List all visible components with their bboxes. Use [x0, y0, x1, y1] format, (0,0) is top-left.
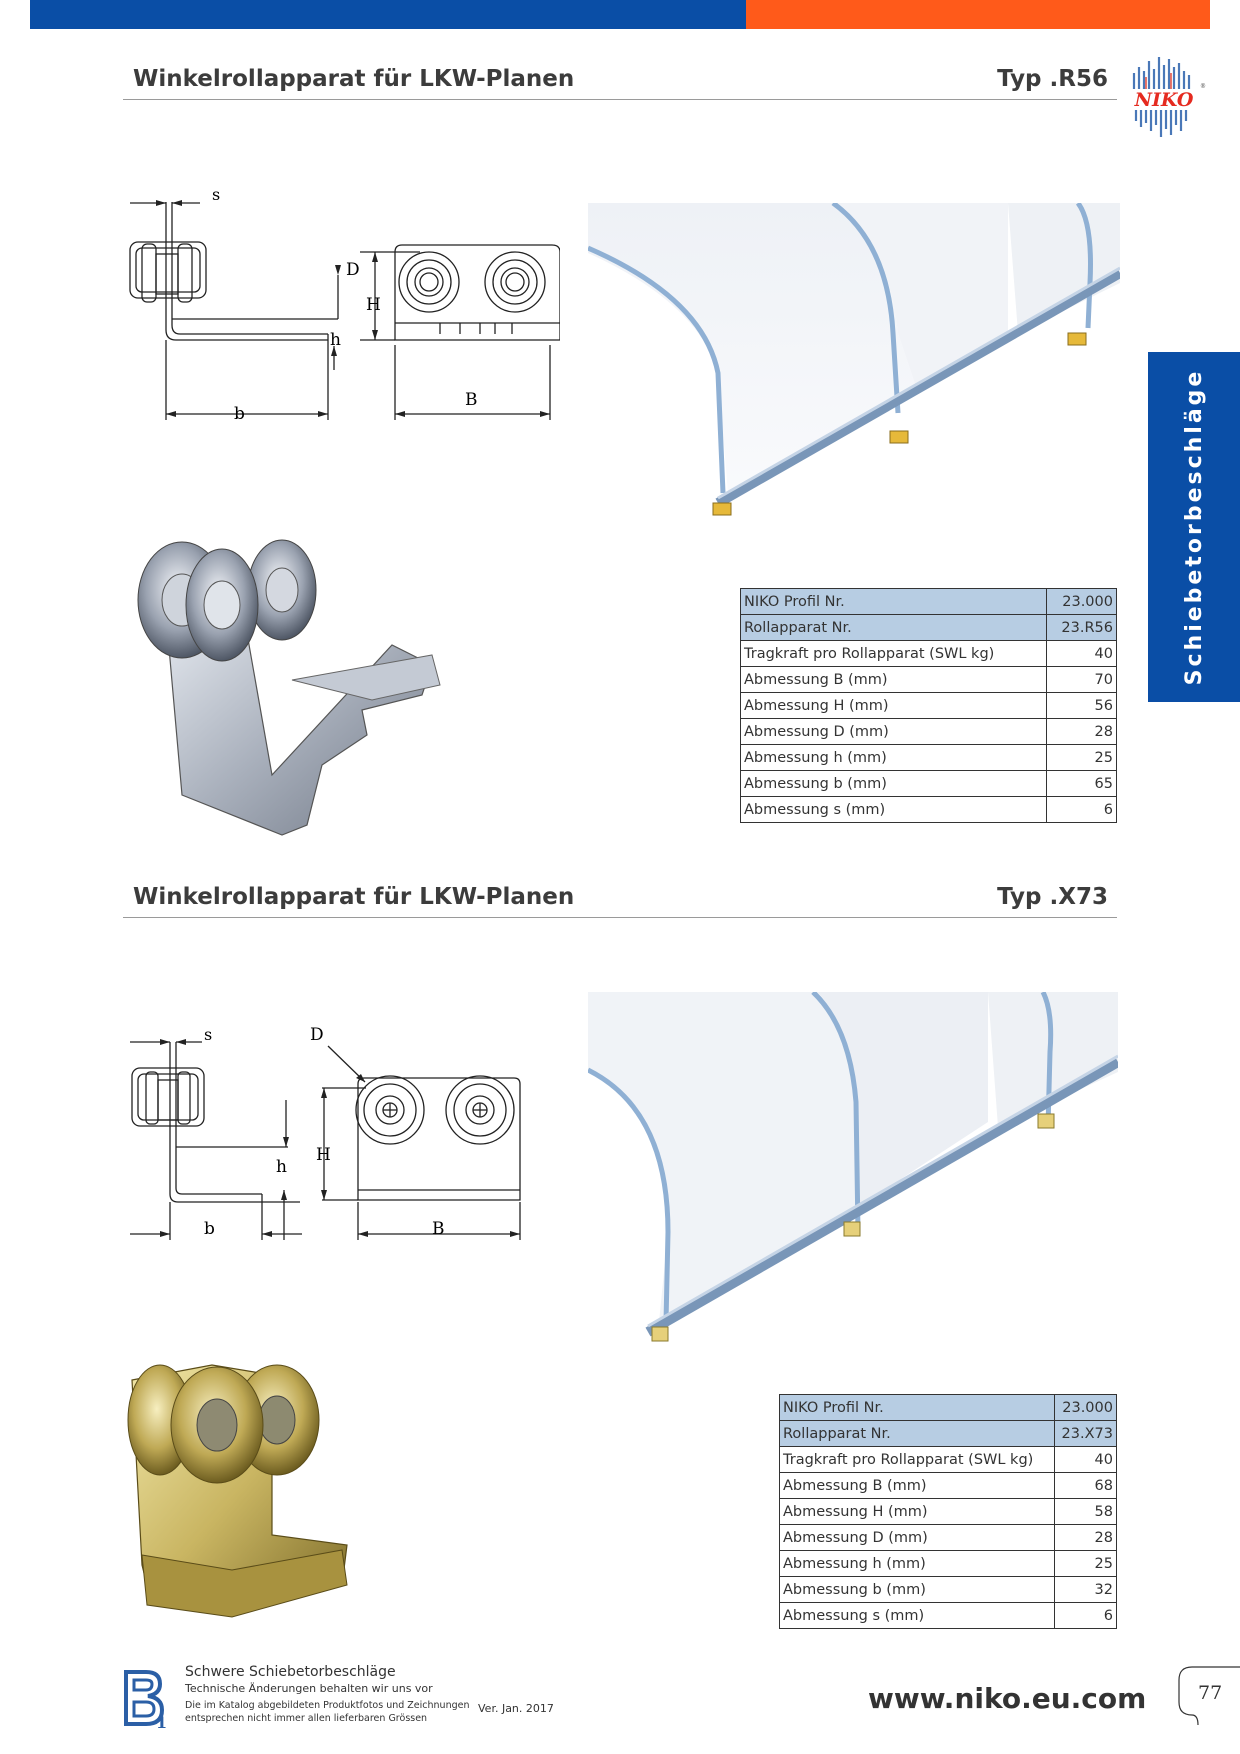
spec-row: Abmessung h (mm)25	[779, 1550, 1118, 1577]
header-bar-orange	[746, 0, 1210, 29]
spec-value: 25	[1053, 1550, 1118, 1577]
page-number-box: 77	[1178, 1666, 1240, 1726]
spec-value: 28	[1046, 718, 1117, 745]
spec-label: Rollapparat Nr.	[779, 1420, 1055, 1447]
spec-row: Abmessung B (mm)68	[779, 1472, 1118, 1499]
section-2-title: Winkelrollapparat für LKW-Planen	[133, 884, 575, 910]
footer-line-1: Technische Änderungen behalten wir uns v…	[185, 1682, 433, 1695]
section-1-title: Winkelrollapparat für LKW-Planen	[133, 66, 575, 92]
spec-row: Abmessung H (mm)58	[779, 1498, 1118, 1525]
spec-row: Abmessung H (mm)56	[739, 692, 1117, 719]
side-tab: Schiebetorbeschläge	[1148, 352, 1240, 702]
svg-text:1: 1	[156, 1713, 167, 1730]
spec-value: 68	[1053, 1472, 1118, 1499]
spec-row: Abmessung s (mm)6	[739, 796, 1117, 823]
niko-logo: NIKO ®	[1126, 55, 1206, 140]
spec-value: 40	[1046, 640, 1117, 667]
header-bar-cap	[1200, 0, 1210, 29]
spec-value: 25	[1046, 744, 1117, 771]
svg-text:b: b	[234, 404, 245, 424]
svg-text:D: D	[346, 260, 360, 280]
spec-label: Tragkraft pro Rollapparat (SWL kg)	[779, 1446, 1055, 1473]
spec-row: Abmessung h (mm)25	[739, 744, 1117, 771]
spec-label: NIKO Profil Nr.	[739, 588, 1048, 615]
svg-text:B: B	[465, 390, 478, 410]
section-1-rule	[123, 99, 1117, 100]
spec-label: Rollapparat Nr.	[739, 614, 1048, 641]
page-number: 77	[1198, 1682, 1223, 1704]
spec-row: Abmessung D (mm)28	[739, 718, 1117, 745]
spec-label: Abmessung D (mm)	[739, 718, 1048, 745]
spec-value: 28	[1053, 1524, 1118, 1551]
spec-value: 6	[1046, 796, 1117, 823]
spec-label: Abmessung H (mm)	[739, 692, 1048, 719]
spec-label: Abmessung b (mm)	[779, 1576, 1055, 1603]
section-1-type: Typ .R56	[997, 66, 1108, 92]
section-2-type: Typ .X73	[997, 884, 1108, 910]
spec-row: Abmessung D (mm)28	[779, 1524, 1118, 1551]
spec-row: Abmessung s (mm)6	[779, 1602, 1118, 1629]
spec-value: 23.000	[1046, 588, 1117, 615]
spec-label: Abmessung b (mm)	[739, 770, 1048, 797]
b-logo-icon: 1	[122, 1666, 170, 1732]
spec-label: NIKO Profil Nr.	[779, 1394, 1055, 1421]
footer-version: Ver. Jan. 2017	[478, 1702, 554, 1715]
spec-row: Abmessung b (mm)65	[739, 770, 1117, 797]
svg-text:s: s	[212, 185, 220, 204]
footer-line-2: Die im Katalog abgebildeten Produktfotos…	[185, 1700, 470, 1711]
spec-row: Abmessung B (mm)70	[739, 666, 1117, 693]
section-1-application-render	[587, 200, 1123, 553]
svg-text:H: H	[316, 1145, 331, 1165]
side-tab-label: Schiebetorbeschläge	[1181, 368, 1207, 686]
svg-text:NIKO: NIKO	[1134, 89, 1194, 111]
spec-value: 40	[1053, 1446, 1118, 1473]
spec-value: 23.R56	[1046, 614, 1117, 641]
header-bar-blue	[30, 0, 746, 29]
section-2-product-photo	[122, 1355, 352, 1625]
svg-text:b: b	[204, 1219, 215, 1239]
spec-label: Abmessung s (mm)	[779, 1602, 1055, 1629]
spec-label: Abmessung H (mm)	[779, 1498, 1055, 1525]
spec-label: Abmessung B (mm)	[739, 666, 1048, 693]
svg-text:H: H	[366, 295, 381, 315]
spec-value: 23.X73	[1053, 1420, 1118, 1447]
spec-label: Abmessung s (mm)	[739, 796, 1048, 823]
spec-value: 23.000	[1053, 1394, 1118, 1421]
footer-line-3: entsprechen nicht immer allen lieferbare…	[185, 1713, 428, 1724]
svg-text:D: D	[310, 1025, 324, 1045]
spec-label: Abmessung h (mm)	[779, 1550, 1055, 1577]
section-2-drawing: s D H h b B	[120, 1020, 530, 1250]
svg-text:h: h	[330, 330, 341, 350]
section-2-application-render	[586, 990, 1121, 1362]
spec-row: NIKO Profil Nr.23.000	[739, 588, 1117, 615]
section-1-product-photo	[122, 535, 442, 850]
footer-title: Schwere Schiebetorbeschläge	[185, 1664, 396, 1680]
spec-row: Rollapparat Nr.23.R56	[739, 614, 1117, 641]
spec-row: Tragkraft pro Rollapparat (SWL kg)40	[739, 640, 1117, 667]
spec-row: Abmessung b (mm)32	[779, 1576, 1118, 1603]
spec-value: 32	[1053, 1576, 1118, 1603]
spec-value: 58	[1053, 1498, 1118, 1525]
spec-value: 56	[1046, 692, 1117, 719]
spec-label: Abmessung B (mm)	[779, 1472, 1055, 1499]
section-1-drawing: s D H h b B	[120, 180, 561, 430]
section-2-rule	[123, 917, 1117, 918]
svg-text:s: s	[204, 1025, 212, 1044]
spec-row: NIKO Profil Nr.23.000	[779, 1394, 1118, 1421]
svg-text:®: ®	[1200, 83, 1206, 90]
footer-url[interactable]: www.niko.eu.com	[868, 1682, 1147, 1715]
svg-text:B: B	[432, 1219, 445, 1239]
spec-label: Tragkraft pro Rollapparat (SWL kg)	[739, 640, 1048, 667]
spec-label: Abmessung h (mm)	[739, 744, 1048, 771]
spec-row: Rollapparat Nr.23.X73	[779, 1420, 1118, 1447]
spec-label: Abmessung D (mm)	[779, 1524, 1055, 1551]
spec-value: 65	[1046, 770, 1117, 797]
spec-value: 70	[1046, 666, 1117, 693]
spec-row: Tragkraft pro Rollapparat (SWL kg)40	[779, 1446, 1118, 1473]
svg-text:h: h	[276, 1157, 287, 1177]
spec-value: 6	[1053, 1602, 1118, 1629]
